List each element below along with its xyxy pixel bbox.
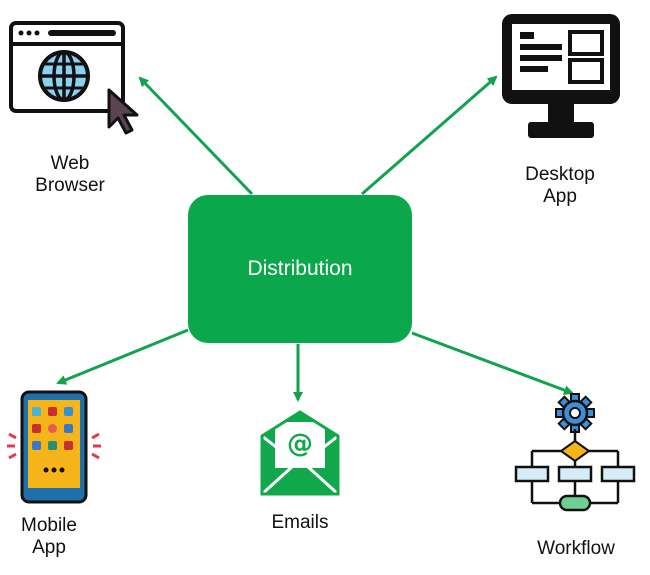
label-desktop-app: Desktop App bbox=[525, 164, 595, 207]
email-envelope-icon: @ bbox=[260, 410, 340, 496]
label-emails: Emails bbox=[271, 512, 329, 533]
hub-label: Distribution bbox=[247, 257, 353, 280]
arrow-to-web-browser bbox=[138, 76, 254, 196]
arrow-to-desktop-app bbox=[361, 75, 498, 196]
mobile-phone-icon bbox=[7, 390, 101, 504]
label-mobile-app: Mobile App bbox=[21, 515, 77, 558]
workflow-gear-icon bbox=[514, 393, 636, 512]
arrow-to-workflow bbox=[411, 331, 574, 395]
label-workflow: Workflow bbox=[537, 538, 615, 559]
svg-text:@: @ bbox=[287, 429, 313, 459]
web-browser-icon bbox=[9, 21, 139, 135]
desktop-monitor-icon bbox=[502, 14, 620, 138]
distribution-hub: Distribution bbox=[188, 195, 412, 343]
arrow-to-mobile-app bbox=[56, 328, 189, 385]
label-web-browser: Web Browser bbox=[35, 153, 105, 196]
